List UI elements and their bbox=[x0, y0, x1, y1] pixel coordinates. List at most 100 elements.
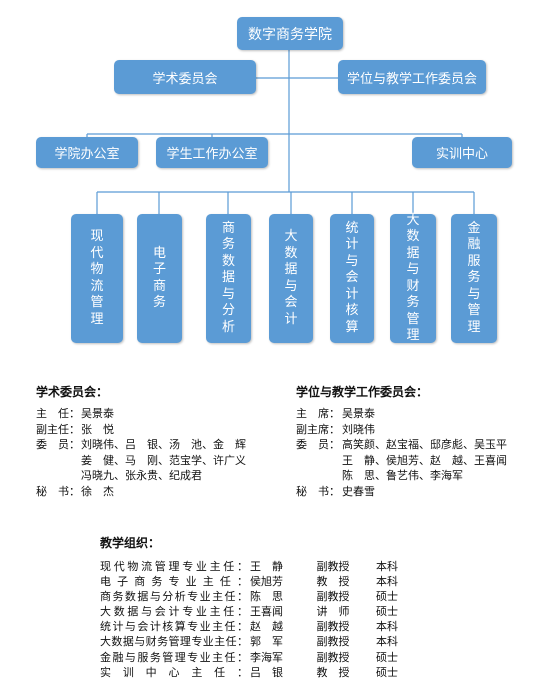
roster-row: 主 席：吴景泰 bbox=[296, 406, 507, 422]
teaching-dept: 大数据与会计专业主任： bbox=[100, 605, 248, 619]
teaching-title: 教 授 bbox=[316, 665, 350, 679]
roster-names: 吴景泰 bbox=[81, 407, 114, 420]
roster-role: 主 席： bbox=[296, 407, 340, 420]
degree-committee-roster: 主 席：吴景泰 副主席：刘晓伟 委 员：高笑颜、赵宝福、邸彦彪、吴玉平 王 静、… bbox=[296, 406, 507, 500]
roster-names: 张 悦 bbox=[81, 422, 114, 436]
roster-row: 副主任：张 悦 bbox=[36, 422, 246, 438]
teaching-degree: 本科 bbox=[376, 575, 398, 589]
office-student-box: 学生工作办公室 bbox=[156, 137, 268, 168]
teaching-title: 副教授 bbox=[316, 635, 350, 649]
teaching-org-table: 现代物流管理专业主任：王 静副教授本科 电子商务专业主任：侯旭芳教 授本科 商务… bbox=[100, 559, 398, 680]
roster-role: 秘 书： bbox=[296, 484, 340, 498]
teaching-name: 侯旭芳 bbox=[250, 575, 283, 589]
teaching-name: 郭 军 bbox=[250, 635, 283, 649]
teaching-row: 大数据与财务管理专业主任：郭 军 副教授 本科 bbox=[100, 634, 398, 649]
dept-label: 大数据与财务管理 bbox=[406, 212, 420, 344]
teaching-name: 赵 越 bbox=[250, 620, 283, 634]
teaching-degree: 本科 bbox=[376, 635, 398, 649]
roster-names: 刘晓伟 bbox=[342, 422, 375, 436]
roster-names: 刘晓伟、吕 银、汤 池、金 辉 bbox=[81, 438, 246, 452]
dept-ecommerce-box: 电子商务 bbox=[137, 214, 182, 343]
roster-row: 主 任：吴景泰 bbox=[36, 406, 246, 422]
roster-names: 史春雪 bbox=[342, 484, 375, 498]
roster-names: 姜 健、马 刚、范宝学、许广义 bbox=[81, 453, 246, 467]
teaching-degree: 本科 bbox=[376, 620, 398, 634]
committee-academic-box: 学术委员会 bbox=[114, 60, 256, 94]
teaching-row: 电子商务专业主任：侯旭芳 教 授 本科 bbox=[100, 574, 398, 589]
dept-label: 统计与会计核算 bbox=[345, 220, 359, 335]
roster-role: 副主席： bbox=[296, 422, 340, 436]
teaching-dept: 实训中心主任： bbox=[100, 665, 248, 679]
academic-committee-title: 学术委员会： bbox=[36, 385, 109, 399]
teaching-row: 金融与服务管理专业主任：李海军副教授硕士 bbox=[100, 650, 398, 665]
roster-role: 主 任： bbox=[36, 407, 80, 420]
roster-role: 秘 书： bbox=[36, 484, 80, 498]
roster-names: 王 静、侯旭芳、赵 越、王喜闻 bbox=[342, 453, 507, 467]
degree-committee-title: 学位与教学工作委员会： bbox=[296, 385, 429, 399]
org-chart-connectors bbox=[86, 50, 475, 214]
roster-row: 冯晓九、张永贵、纪成君 bbox=[36, 468, 246, 484]
teaching-degree: 硕士 bbox=[376, 605, 398, 619]
roster-row: 陈 思、鲁艺伟、李海军 bbox=[296, 468, 507, 484]
roster-row: 秘 书：徐 杰 bbox=[36, 484, 246, 500]
roster-row: 委 员：刘晓伟、吕 银、汤 池、金 辉 bbox=[36, 437, 246, 453]
office-college-box: 学院办公室 bbox=[36, 137, 138, 168]
teaching-degree: 硕士 bbox=[376, 665, 398, 679]
roster-names: 徐 杰 bbox=[81, 484, 114, 498]
roster-row: 委 员：高笑颜、赵宝福、邸彦彪、吴玉平 bbox=[296, 437, 507, 453]
teaching-name: 吕 银 bbox=[250, 665, 283, 679]
roster-names: 高笑颜、赵宝福、邸彦彪、吴玉平 bbox=[342, 438, 507, 452]
teaching-name: 王 静 bbox=[250, 560, 283, 573]
dept-label: 商务数据与分析 bbox=[221, 220, 235, 335]
dept-logistics-box: 现代物流管理 bbox=[71, 214, 123, 343]
teaching-row: 大数据与会计专业主任：王喜闻 讲 师 硕士 bbox=[100, 604, 398, 619]
teaching-dept: 金融与服务管理专业主任： bbox=[100, 650, 248, 664]
roster-row: 姜 健、马 刚、范宝学、许广义 bbox=[36, 453, 246, 469]
teaching-title: 副教授 bbox=[316, 590, 350, 604]
roster-row: 王 静、侯旭芳、赵 越、王喜闻 bbox=[296, 453, 507, 469]
dept-label: 电子商务 bbox=[152, 245, 166, 311]
roster-names: 陈 思、鲁艺伟、李海军 bbox=[342, 469, 463, 483]
teaching-dept: 商务数据与分析专业主任： bbox=[100, 590, 248, 604]
teaching-degree: 硕士 bbox=[376, 650, 398, 664]
roster-role: 委 员： bbox=[296, 438, 340, 452]
teaching-dept: 电子商务专业主任： bbox=[100, 575, 248, 589]
teaching-degree: 硕士 bbox=[376, 590, 398, 604]
dept-finance-service-box: 金融服务与管理 bbox=[451, 214, 497, 343]
teaching-degree: 本科 bbox=[376, 560, 398, 573]
teaching-dept: 现代物流管理专业主任： bbox=[100, 560, 248, 573]
dept-bigdata-finance-box: 大数据与财务管理 bbox=[390, 212, 436, 344]
teaching-name: 王喜闻 bbox=[250, 605, 283, 619]
teaching-title: 副教授 bbox=[316, 620, 350, 634]
dept-label: 现代物流管理 bbox=[90, 229, 104, 327]
roster-role: 副主任： bbox=[36, 422, 80, 436]
teaching-dept: 大数据与财务管理专业主任： bbox=[100, 635, 248, 649]
dept-label: 大数据与会计 bbox=[284, 229, 298, 327]
roster-role: 委 员： bbox=[36, 438, 80, 452]
teaching-row: 统计与会计核算专业主任：赵 越 副教授 本科 bbox=[100, 619, 398, 634]
teaching-title: 讲 师 bbox=[316, 605, 350, 619]
committee-degree-box: 学位与教学工作委员会 bbox=[338, 60, 486, 94]
roster-names: 冯晓九、张永贵、纪成君 bbox=[81, 469, 202, 483]
roster-role bbox=[36, 453, 81, 469]
dept-statistics-box: 统计与会计核算 bbox=[330, 214, 374, 343]
teaching-row: 实训中心主任：吕 银 教 授 硕士 bbox=[100, 665, 398, 680]
dept-label: 金融服务与管理 bbox=[467, 220, 481, 335]
teaching-name: 陈 思 bbox=[250, 590, 283, 604]
teaching-row: 现代物流管理专业主任：王 静 副教授 本科 bbox=[100, 559, 398, 574]
teaching-title: 教 授 bbox=[316, 575, 350, 589]
teaching-title: 副教授 bbox=[316, 650, 350, 664]
dept-bigdata-accounting-box: 大数据与会计 bbox=[269, 214, 313, 343]
teaching-title: 副教授 bbox=[316, 560, 350, 573]
roster-names: 吴景泰 bbox=[342, 407, 375, 420]
academic-committee-roster: 主 任：吴景泰 副主任：张 悦 委 员：刘晓伟、吕 银、汤 池、金 辉 姜 健、… bbox=[36, 406, 246, 500]
roster-role bbox=[296, 453, 342, 469]
roster-row: 秘 书：史春雪 bbox=[296, 484, 507, 500]
roster-role bbox=[296, 468, 342, 484]
dept-business-data-box: 商务数据与分析 bbox=[206, 214, 251, 343]
office-training-box: 实训中心 bbox=[412, 137, 512, 168]
org-root-box: 数字商务学院 bbox=[237, 17, 343, 50]
teaching-dept: 统计与会计核算专业主任： bbox=[100, 620, 248, 634]
teaching-row: 商务数据与分析专业主任：陈 思 副教授 硕士 bbox=[100, 589, 398, 604]
roster-row: 副主席：刘晓伟 bbox=[296, 422, 507, 438]
